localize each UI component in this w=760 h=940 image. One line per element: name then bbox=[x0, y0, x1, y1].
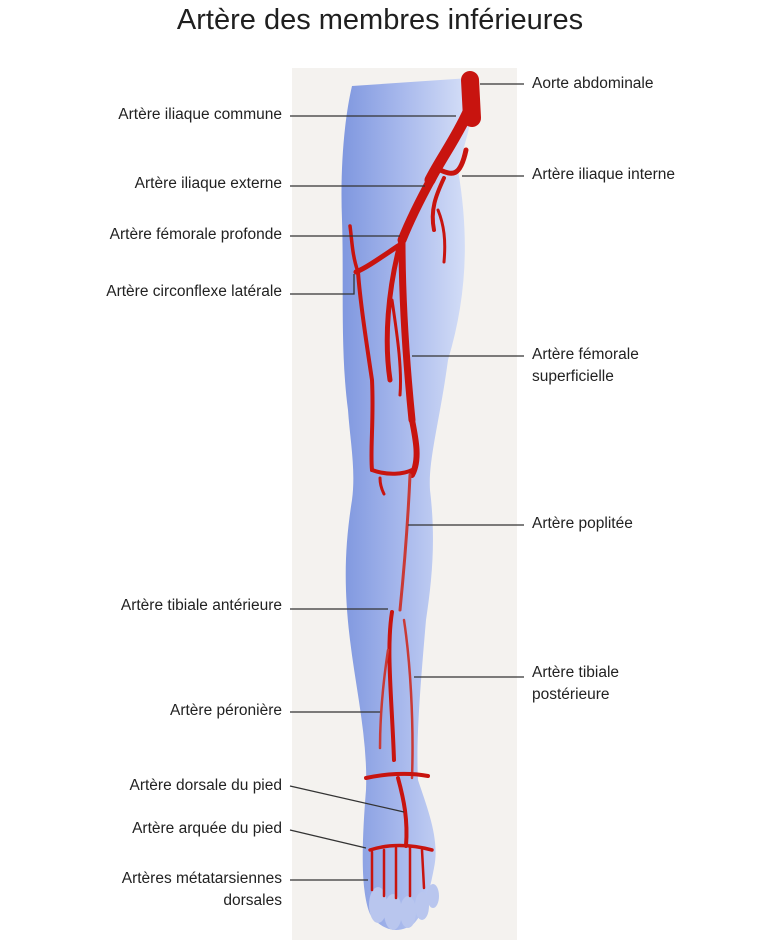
label-poplitee: Artère poplitée bbox=[532, 513, 633, 535]
label-femorale-profonde: Artère fémorale profonde bbox=[110, 224, 282, 246]
label-femorale-superficielle: Artère fémorale superficielle bbox=[532, 344, 639, 388]
label-iliaque-commune: Artère iliaque commune bbox=[118, 104, 282, 126]
label-iliaque-externe: Artère iliaque externe bbox=[135, 173, 282, 195]
label-arquee-pied: Artère arquée du pied bbox=[132, 818, 282, 840]
label-femorale-sup-line1: Artère fémorale bbox=[532, 344, 639, 366]
label-dorsale-pied: Artère dorsale du pied bbox=[129, 775, 282, 797]
label-peroniere: Artère péronière bbox=[170, 700, 282, 722]
label-aorte-abdominale: Aorte abdominale bbox=[532, 73, 654, 95]
label-tibiale-anterieure: Artère tibiale antérieure bbox=[121, 595, 282, 617]
label-metatarsiennes-line1: Artères métatarsiennes bbox=[122, 868, 282, 890]
label-tibiale-post-line2: postérieure bbox=[532, 684, 619, 706]
label-metatarsiennes-line2: dorsales bbox=[122, 890, 282, 912]
label-iliaque-interne: Artère iliaque interne bbox=[532, 164, 675, 186]
label-metatarsiennes-dorsales: Artères métatarsiennes dorsales bbox=[122, 868, 282, 912]
label-tibiale-post-line1: Artère tibiale bbox=[532, 662, 619, 684]
label-tibiale-posterieure: Artère tibiale postérieure bbox=[532, 662, 619, 706]
label-femorale-sup-line2: superficielle bbox=[532, 366, 639, 388]
label-circonflexe-laterale: Artère circonflexe latérale bbox=[106, 281, 282, 303]
